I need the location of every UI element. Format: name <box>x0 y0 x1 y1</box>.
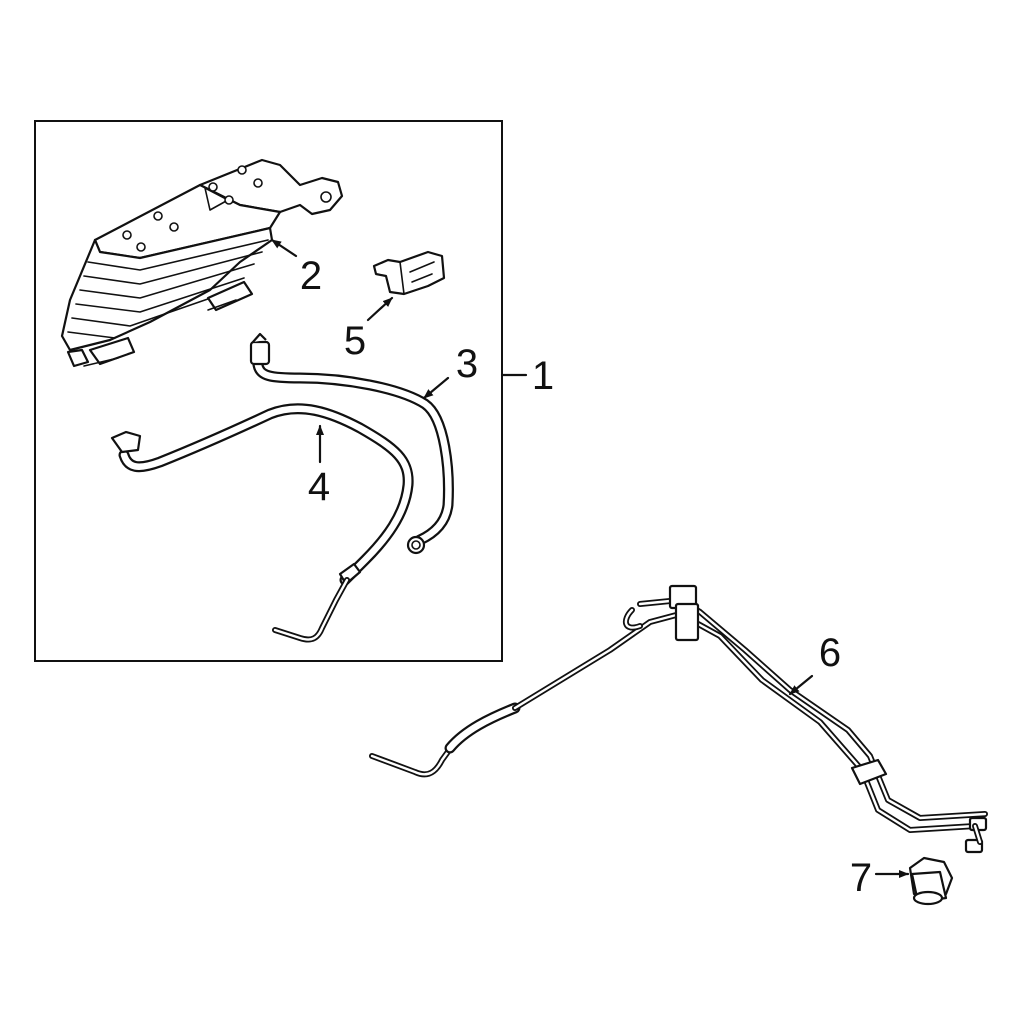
cooler-hose-lower-part <box>110 403 414 643</box>
cooler-line-assembly-part <box>369 584 988 854</box>
oil-cooler-part <box>60 158 344 368</box>
callout-7: 7 <box>850 856 872 900</box>
callout-2: 2 <box>300 254 322 298</box>
callout-4: 4 <box>308 465 330 509</box>
callout-1: 1 <box>532 354 554 398</box>
cooler-hose-upper-part <box>249 332 454 555</box>
assembly-box <box>34 120 503 662</box>
leader-lines <box>270 238 910 878</box>
callout-3: 3 <box>456 342 478 386</box>
clip-part <box>372 250 446 296</box>
callout-6: 6 <box>819 631 841 675</box>
callout-5: 5 <box>344 319 366 363</box>
fitting-part <box>908 856 954 906</box>
